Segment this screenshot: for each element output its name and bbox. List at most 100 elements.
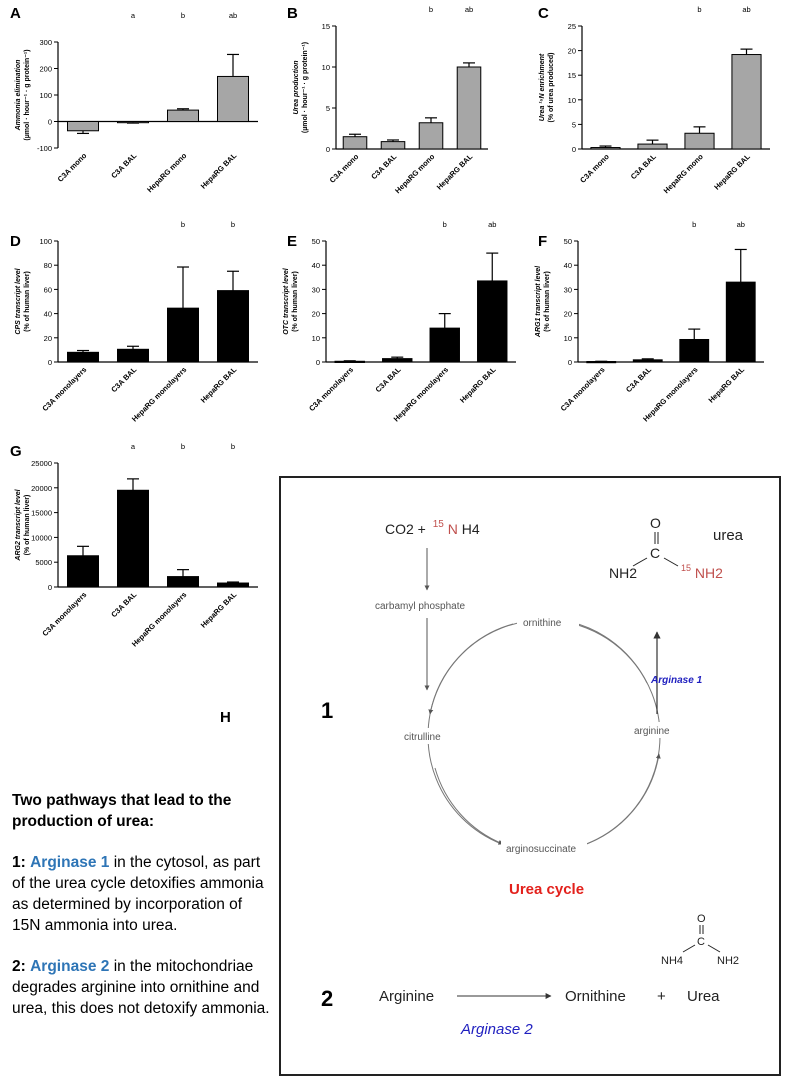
bar bbox=[67, 555, 99, 588]
bar bbox=[217, 290, 249, 363]
y-axis-label: Urea production bbox=[293, 60, 300, 114]
y-axis-label: (% of human liver) bbox=[292, 271, 299, 332]
y-tick-label: 20 bbox=[312, 310, 320, 319]
y-tick-label: 20 bbox=[44, 334, 52, 343]
y-tick-label: 25 bbox=[568, 22, 576, 31]
y-tick-label: 0 bbox=[572, 145, 576, 154]
arginosuccinate-label: arginosuccinate bbox=[506, 844, 576, 855]
significance-label: a bbox=[131, 11, 136, 20]
y-tick-label: 0 bbox=[316, 358, 320, 367]
pathways-heading: Two pathways that lead to the production… bbox=[12, 792, 232, 830]
y-tick-label: 100 bbox=[39, 237, 52, 246]
pathway-2-number: 2 bbox=[321, 986, 333, 1011]
arginine-substrate: Arginine bbox=[379, 988, 434, 1005]
significance-label: b bbox=[181, 11, 185, 20]
urea-structure-1: O C NH2 15 NH2 urea bbox=[609, 515, 744, 581]
cycle-arrow-ornithine-citrulline bbox=[428, 623, 514, 715]
y-tick-label: 50 bbox=[564, 237, 572, 246]
svg-text:O: O bbox=[697, 913, 706, 925]
y-axis-label: (% of human liver) bbox=[544, 271, 551, 332]
y-tick-label: 0 bbox=[48, 358, 52, 367]
y-tick-label: 40 bbox=[312, 261, 320, 270]
bar bbox=[725, 281, 756, 363]
bar bbox=[217, 75, 249, 122]
panel-letter: C bbox=[538, 5, 549, 22]
panel-h-frame: 1 CO2 + 15 N H4 carbamyl phosphate ornit… bbox=[279, 476, 781, 1076]
y-axis-label: ARG2 transcript level bbox=[15, 488, 22, 561]
bar bbox=[117, 489, 149, 588]
y-tick-label: 15 bbox=[568, 71, 576, 80]
significance-label: ab bbox=[737, 220, 745, 229]
y-tick-label: 200 bbox=[39, 65, 52, 74]
y-axis-label: (% of urea produced) bbox=[548, 52, 555, 122]
ornithine-label: ornithine bbox=[523, 618, 562, 629]
cycle-arrow-arginine-ornithine bbox=[570, 620, 648, 684]
y-tick-label: 10 bbox=[312, 334, 320, 343]
cycle-arrow-arginosuccinate-arginine bbox=[580, 753, 661, 847]
bar bbox=[167, 307, 199, 363]
y-tick-label: 20000 bbox=[31, 484, 52, 493]
y-tick-label: 10 bbox=[322, 63, 330, 72]
y-tick-label: 0 bbox=[48, 118, 52, 127]
urea-cycle-title: Urea cycle bbox=[509, 881, 584, 898]
y-tick-label: 40 bbox=[564, 261, 572, 270]
y-tick-label: -100 bbox=[37, 144, 52, 153]
cycle-arrow-citrulline-arginosuccinate bbox=[434, 767, 504, 845]
panel-letter: B bbox=[287, 5, 298, 22]
significance-label: b bbox=[692, 220, 696, 229]
svg-text:C: C bbox=[650, 545, 660, 561]
svg-text:NH4: NH4 bbox=[661, 955, 683, 967]
y-tick-label: 300 bbox=[39, 38, 52, 47]
significance-label: b bbox=[443, 220, 447, 229]
y-axis-label: (µmol · hour⁻¹ · g protein⁻¹) bbox=[24, 49, 31, 140]
y-tick-label: 0 bbox=[568, 358, 572, 367]
panel-letter: D bbox=[10, 233, 21, 250]
y-tick-label: 100 bbox=[39, 91, 52, 100]
y-tick-label: 15 bbox=[322, 22, 330, 31]
significance-label: ab bbox=[229, 11, 237, 20]
significance-label: b bbox=[181, 442, 185, 451]
y-tick-label: 10 bbox=[564, 334, 572, 343]
significance-label: ab bbox=[488, 220, 496, 229]
pathway-1-number: 1 bbox=[321, 698, 333, 723]
y-axis-label: Urea ¹⁵N enrichment bbox=[539, 53, 546, 121]
y-tick-label: 15000 bbox=[31, 509, 52, 518]
panel-letter: G bbox=[10, 443, 22, 460]
y-axis-label: OTC transcript level bbox=[283, 267, 290, 335]
significance-label: ab bbox=[742, 5, 750, 14]
panel-h-content: 1 CO2 + 15 N H4 carbamyl phosphate ornit… bbox=[321, 514, 744, 1038]
urea-15n-label: 15 NH2 bbox=[681, 558, 723, 581]
significance-label: b bbox=[181, 220, 185, 229]
y-tick-label: 10 bbox=[568, 96, 576, 105]
svg-text:O: O bbox=[650, 515, 661, 531]
arginase-2-term: Arginase 2 bbox=[30, 958, 110, 975]
y-tick-label: 0 bbox=[48, 583, 52, 592]
citrulline-label: citrulline bbox=[404, 732, 441, 743]
panel-letter-h: H bbox=[220, 709, 231, 726]
y-tick-label: 30 bbox=[564, 285, 572, 294]
urea-word: urea bbox=[713, 527, 744, 544]
arginase2-label: Arginase 2 bbox=[460, 1021, 533, 1038]
y-tick-label: 5 bbox=[572, 120, 576, 129]
arginine-label: arginine bbox=[634, 726, 670, 737]
panel-letter: F bbox=[538, 233, 547, 250]
y-tick-label: 5000 bbox=[35, 558, 52, 567]
y-tick-label: 50 bbox=[312, 237, 320, 246]
y-axis-label: ARG1 transcript level bbox=[535, 265, 542, 338]
pathway-2-description: 2: Arginase 2 in the mitochondriae degra… bbox=[12, 958, 270, 1017]
y-axis-label: Ammonia elimination bbox=[15, 60, 22, 132]
urea-structure-2: O C NH4 NH2 bbox=[661, 913, 739, 967]
significance-label: a bbox=[131, 442, 136, 451]
y-tick-label: 20 bbox=[564, 310, 572, 319]
significance-label: b bbox=[231, 442, 235, 451]
y-tick-label: 10000 bbox=[31, 533, 52, 542]
y-tick-label: 20 bbox=[568, 47, 576, 56]
reactants-label: CO2 + 15 N H4 bbox=[385, 514, 480, 537]
pathways-description: Two pathways that lead to the production… bbox=[12, 790, 272, 1039]
y-tick-label: 5 bbox=[326, 104, 330, 113]
pathway-1-description: 1: Arginase 1 in the cytosol, as part of… bbox=[12, 854, 264, 934]
y-axis-label: CPS transcript level bbox=[15, 267, 22, 334]
ornithine-product: Ornithine bbox=[565, 988, 626, 1005]
